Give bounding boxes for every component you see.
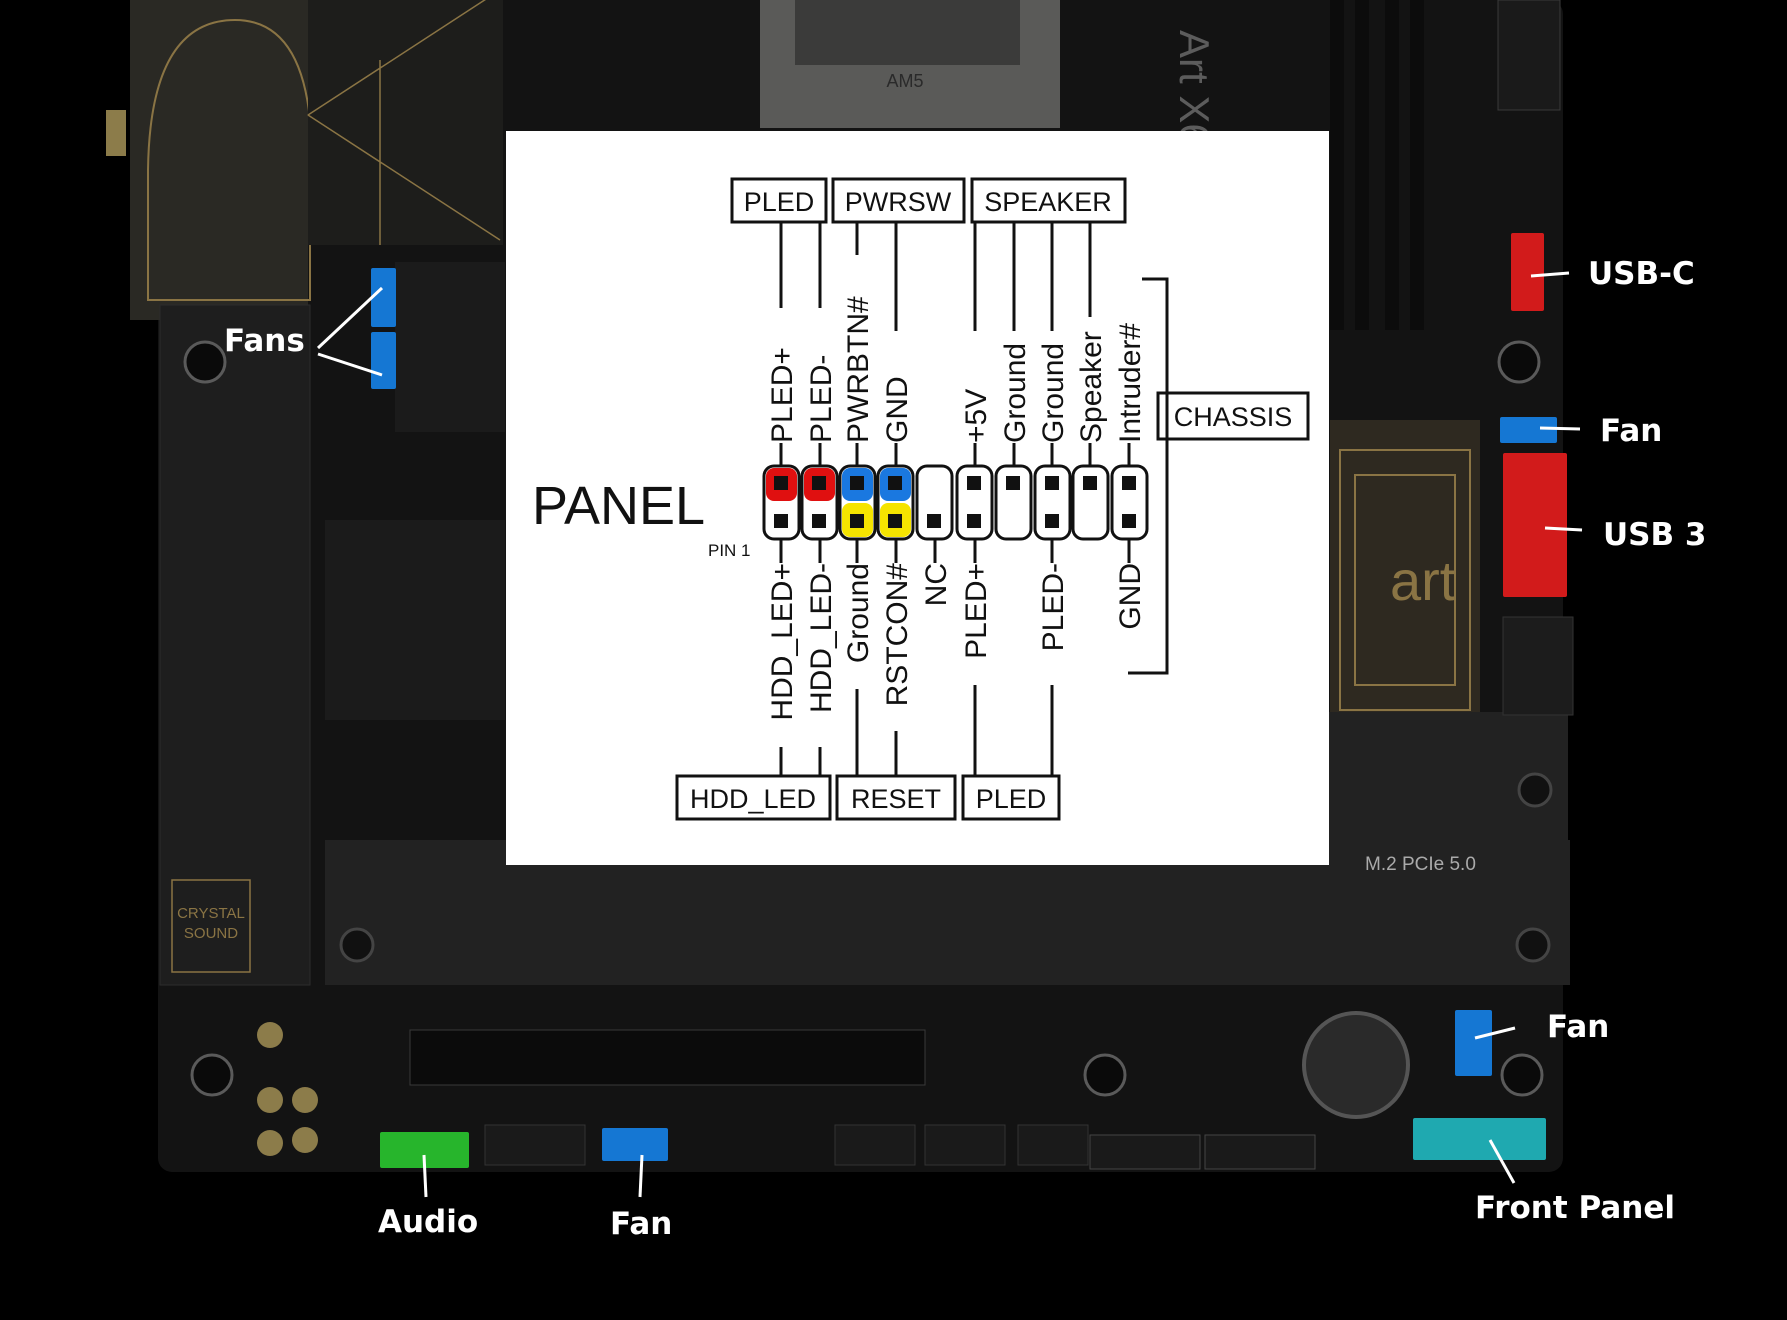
left-shroud — [159, 304, 311, 986]
callout-fan-lower-right: Fan — [1547, 1009, 1610, 1045]
fan-header-cha-fan1 — [371, 268, 396, 327]
usb-c-header — [1511, 233, 1544, 311]
pcie-slot — [409, 1029, 926, 1086]
callout-fan-bottom: Fan — [610, 1206, 673, 1242]
group-reset: RESET — [851, 784, 941, 814]
ram-slot — [1355, 0, 1369, 330]
art-logo: art — [1390, 549, 1456, 612]
pin-speaker: Speaker — [1075, 331, 1108, 443]
panel-pinout-diagram: PLED PWRSW SPEAKER HDD_LED RESET PLED CH… — [506, 131, 1329, 865]
crystal-sound-line1: CRYSTAL — [177, 905, 245, 922]
pin-pled-minus: PLED- — [805, 355, 838, 443]
panel-title: PANEL — [532, 476, 705, 536]
pin-pled-plus: PLED+ — [766, 347, 799, 443]
ram-slot — [1385, 0, 1399, 330]
pin-rstcon: RSTCON# — [881, 563, 914, 707]
pin-ground-2: Ground — [1037, 343, 1070, 443]
pin-gnd-bottom: GND — [1114, 563, 1147, 630]
io-shroud — [130, 0, 308, 320]
callout-usb-c: USB-C — [1588, 256, 1695, 292]
pin-hdd-led-minus: HDD_LED- — [805, 563, 838, 713]
pin1-label: PIN 1 — [708, 541, 751, 560]
group-pled-bottom: PLED — [976, 784, 1047, 814]
callout-fans: Fans — [224, 323, 305, 359]
fan-header-cha-fan2 — [371, 332, 396, 389]
pin-ground-bottom: Ground — [842, 563, 875, 663]
sata-port — [1089, 1134, 1201, 1170]
front-panel-header — [1413, 1118, 1546, 1160]
atx-power — [1497, 0, 1561, 111]
group-pwrsw: PWRSW — [845, 187, 952, 217]
ram-slot — [1410, 0, 1424, 330]
usb3-header — [1503, 453, 1567, 597]
pin-pled-minus-bottom: PLED- — [1037, 563, 1070, 651]
pin-pled-plus-bottom: PLED+ — [960, 563, 993, 659]
pin-pwrbtn: PWRBTN# — [842, 296, 875, 443]
socket-label: AM5 — [886, 71, 923, 91]
callout-usb3: USB 3 — [1603, 517, 1707, 553]
pin-intruder: Intruder# — [1114, 323, 1147, 443]
callout-audio: Audio — [378, 1204, 479, 1240]
fan-header-cha-fan4 — [1500, 417, 1557, 443]
group-chassis: CHASSIS — [1174, 402, 1293, 432]
sata-port — [1204, 1134, 1316, 1170]
pin-nc: NC — [920, 563, 953, 606]
fan-header-bottom — [602, 1128, 668, 1161]
pin-ground-1: Ground — [999, 343, 1032, 443]
cmos-battery — [1302, 1011, 1410, 1119]
group-pled-top: PLED — [744, 187, 815, 217]
crystal-sound-line2: SOUND — [184, 925, 238, 942]
group-hdd-led: HDD_LED — [690, 784, 816, 814]
group-speaker: SPEAKER — [984, 187, 1112, 217]
pin-5v: +5V — [960, 389, 993, 443]
pin-gnd-top: GND — [881, 376, 914, 443]
ram-slot — [1330, 0, 1344, 330]
fan-header-cha-fan5 — [1455, 1010, 1492, 1076]
m2-label: M.2 PCIe 5.0 — [1365, 854, 1476, 875]
pin-hdd-led-plus: HDD_LED+ — [766, 563, 799, 721]
callout-front-panel: Front Panel — [1475, 1190, 1675, 1226]
callout-fan-right: Fan — [1600, 413, 1663, 449]
